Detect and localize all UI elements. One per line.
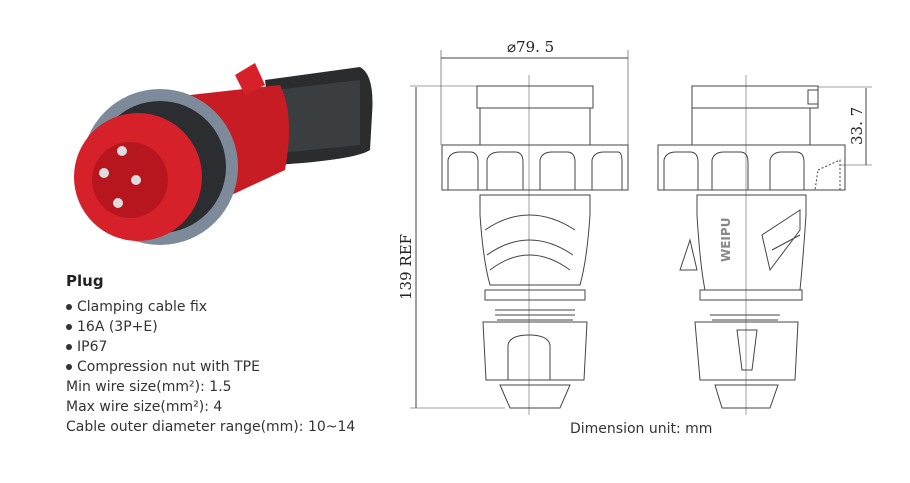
feature-text: IP67 (77, 339, 108, 355)
spec-max-wire: Max wire size(mm²): 4 (66, 398, 222, 416)
pin (131, 175, 141, 185)
pin (113, 198, 123, 208)
spec-min-wire: Min wire size(mm²): 1.5 (66, 378, 232, 396)
latch (235, 63, 265, 95)
feature-item: 16A (3P+E) (66, 318, 158, 336)
height-label: 139 REF (397, 234, 415, 300)
spec-label: Cable outer diameter range(mm): (66, 419, 308, 435)
feature-text: Compression nut with TPE (77, 359, 260, 375)
spec-value: 1.5 (209, 379, 232, 395)
bullet-icon (66, 304, 72, 310)
feature-item: IP67 (66, 338, 107, 356)
feature-text: Clamping cable fix (77, 299, 208, 315)
brand-mark: WEIPU (719, 218, 733, 262)
feature-item: Compression nut with TPE (66, 358, 260, 376)
pin (117, 146, 127, 156)
spec-cable-diameter: Cable outer diameter range(mm): 10~14 (66, 418, 355, 436)
nut-grip (275, 80, 360, 153)
bullet-icon (66, 364, 72, 370)
side-view: WEIPU (657, 75, 846, 415)
height-dimension: 139 REF (397, 85, 505, 409)
bullet-icon (66, 324, 72, 330)
pin (99, 168, 109, 178)
cap-height-label: 33. 7 (848, 107, 866, 145)
plug-photo (74, 63, 373, 245)
spec-value: 10~14 (307, 419, 356, 435)
feature-item: Clamping cable fix (66, 298, 207, 316)
bullet-icon (66, 344, 72, 350)
spec-label: Min wire size(mm²): (66, 379, 210, 395)
face-recess (92, 142, 168, 218)
product-title: Plug (66, 272, 104, 290)
dimension-drawing: ⌀79. 5 139 REF 33. 7 (397, 38, 872, 415)
spec-value: 4 (213, 399, 223, 415)
spec-label: Max wire size(mm²): (66, 399, 214, 415)
front-view (441, 75, 629, 415)
diameter-label: ⌀79. 5 (507, 38, 554, 56)
feature-text: 16A (3P+E) (77, 319, 158, 335)
diameter-dimension: ⌀79. 5 (440, 38, 629, 145)
dimension-caption: Dimension unit: mm (570, 421, 713, 437)
cap-height-dimension: 33. 7 (818, 86, 872, 166)
